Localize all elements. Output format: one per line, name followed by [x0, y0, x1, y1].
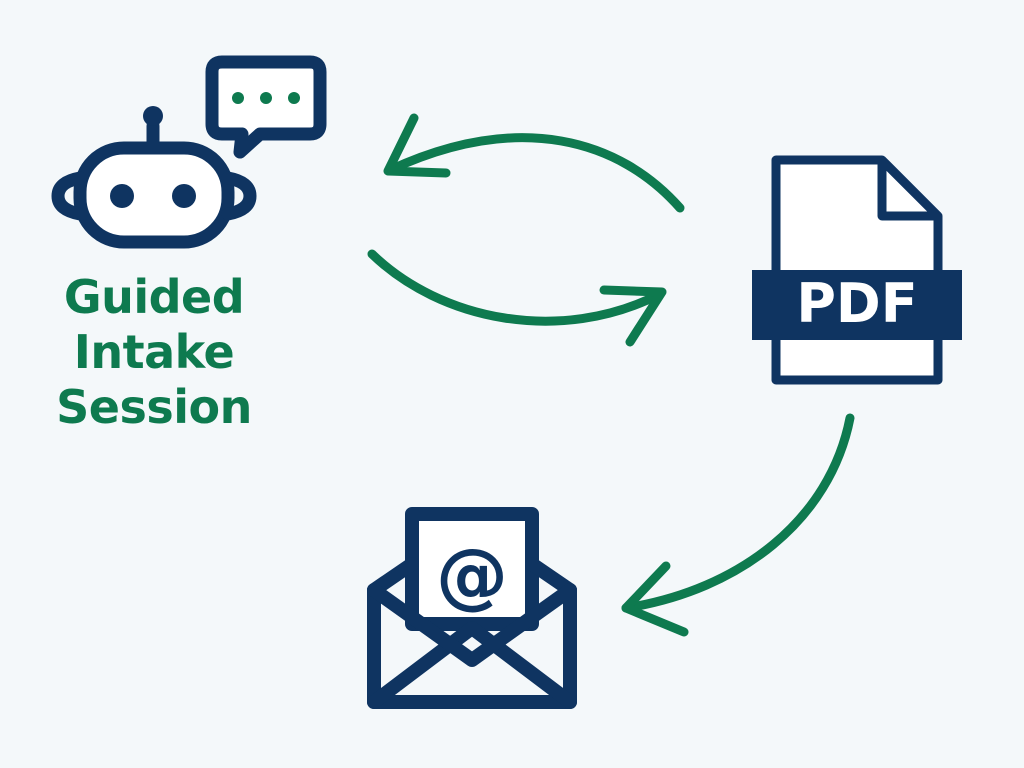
chat-bubble-icon — [205, 55, 327, 159]
robot-chat-icon — [51, 55, 327, 249]
envelope-email-icon: @ — [367, 507, 577, 709]
pdf-document-icon: PDF — [752, 155, 962, 385]
chatbot-label-line-2: Intake — [73, 325, 235, 379]
chatbot-label-line-1: Guided — [63, 270, 245, 324]
chatbot-label-line-3: Session — [56, 380, 252, 434]
pdf-badge-text: PDF — [796, 272, 917, 335]
arrow-pdf-to-email — [621, 413, 855, 637]
at-symbol: @ — [436, 533, 508, 617]
arrow-pdf-to-chatbot — [383, 113, 685, 213]
pdf-badge — [752, 270, 962, 340]
arrow-chatbot-to-pdf — [367, 249, 667, 347]
